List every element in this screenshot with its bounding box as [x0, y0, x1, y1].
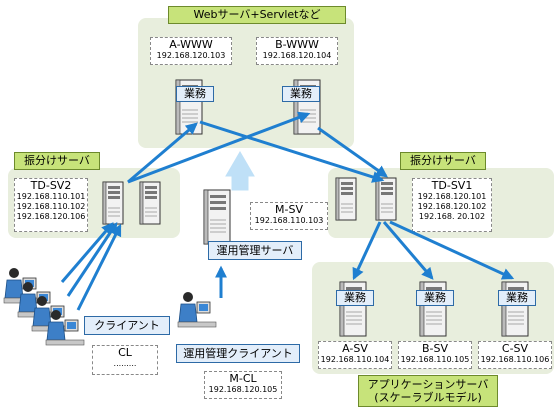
m-sv-ip: 192.168.110.103 — [254, 216, 324, 225]
arrow-tdsv1-to-bsv — [382, 221, 434, 280]
a-sv-caption: A-SV 192.168.110.104 — [318, 341, 392, 369]
c-sv-caption: C-SV 192.168.110.106 — [478, 341, 552, 369]
b-www-caption: B-WWW 192.168.120.104 — [256, 37, 338, 65]
m-cl-caption: M-CL 192.168.120.105 — [204, 371, 282, 399]
b-www-name: B-WWW — [275, 38, 319, 51]
c-sv-ip: 192.168.110.106 — [480, 355, 550, 364]
cl-name: CL — [118, 346, 132, 359]
td-sv1-server-b — [375, 177, 397, 221]
cl-caption: CL ......... — [92, 345, 158, 375]
m-sv-server — [203, 189, 231, 245]
mgmt-server-label: 運用管理サーバ — [208, 241, 302, 260]
a-www-ip: 192.168.120.103 — [156, 51, 226, 60]
td-sv2-name: TD-SV2 — [30, 179, 72, 192]
td-sv2-ip-1: 192.168.110.101 — [16, 192, 86, 201]
b-sv-caption: B-SV 192.168.110.105 — [398, 341, 472, 369]
arrow-clients-to-tdsv2-1 — [60, 222, 114, 283]
arrow-clients-to-tdsv2-2 — [66, 222, 118, 297]
td-sv1-ip-2: 192.168.120.102 — [417, 202, 487, 211]
b-sv-ip: 192.168.110.105 — [400, 355, 470, 364]
mgmt-client-person — [177, 291, 217, 328]
td-sv2-ip-2: 192.168.110.102 — [16, 202, 86, 211]
arrow-tdsv1-to-asv — [352, 221, 382, 281]
a-www-gyomu-tag: 業務 — [176, 86, 214, 102]
a-sv-ip: 192.168.110.104 — [320, 355, 390, 364]
arrow-tdsv1-to-csv — [389, 220, 515, 280]
right-distribution-label: 振分けサーバ — [400, 152, 486, 170]
b-www-ip: 192.168.120.104 — [262, 51, 332, 60]
a-sv-gyomu-tag: 業務 — [336, 290, 374, 306]
b-sv-name: B-SV — [421, 342, 449, 355]
td-sv2-caption: TD-SV2 192.168.110.101 192.168.110.102 1… — [14, 178, 88, 232]
application-group-label: アプリケーションサーバ (スケーラブルモデル) — [358, 375, 498, 407]
c-sv-gyomu-tag: 業務 — [498, 290, 536, 306]
application-group-label-line1: アプリケーションサーバ — [367, 378, 489, 391]
left-distribution-label: 振分けサーバ — [14, 152, 100, 170]
m-cl-ip: 192.168.120.105 — [208, 385, 278, 394]
b-www-gyomu-tag: 業務 — [282, 86, 320, 102]
arrow-bwww-to-tdsv1 — [317, 126, 388, 178]
arrow-tdsv2-to-awww — [127, 122, 198, 184]
c-sv-name: C-SV — [501, 342, 529, 355]
m-cl-name: M-CL — [229, 372, 257, 385]
a-www-caption: A-WWW 192.168.120.103 — [150, 37, 232, 65]
m-sv-name: M-SV — [275, 203, 303, 216]
client-label: クライアント — [84, 316, 170, 335]
mgmt-up-arrow — [225, 151, 255, 191]
td-sv2-ip-3: 192.168.120.106 — [16, 212, 86, 221]
td-sv1-ip-3: 192.168. 20.102 — [418, 212, 486, 221]
b-sv-gyomu-tag: 業務 — [416, 290, 454, 306]
a-www-name: A-WWW — [169, 38, 213, 51]
td-sv2-server-b — [139, 181, 161, 225]
mgmt-client-label: 運用管理クライアント — [176, 344, 300, 363]
cl-dots: ......... — [113, 359, 137, 368]
td-sv1-ip-1: 192.168.120.101 — [417, 192, 487, 201]
td-sv1-name: TD-SV1 — [431, 179, 473, 192]
arrow-tdsv2-to-bwww — [127, 111, 311, 184]
arrow-awww-to-tdsv1 — [199, 120, 385, 183]
td-sv2-server-a — [102, 181, 124, 225]
td-sv1-server-a — [335, 177, 357, 221]
application-group-label-line2: (スケーラブルモデル) — [374, 391, 482, 404]
arrow-clients-to-tdsv2-3 — [76, 223, 122, 311]
td-sv1-caption: TD-SV1 192.168.120.101 192.168.120.102 1… — [412, 178, 492, 232]
web-group-label: Webサーバ+Servletなど — [168, 6, 346, 24]
m-sv-caption: M-SV 192.168.110.103 — [250, 202, 328, 230]
a-sv-name: A-SV — [342, 342, 368, 355]
client-person-4 — [45, 309, 85, 346]
